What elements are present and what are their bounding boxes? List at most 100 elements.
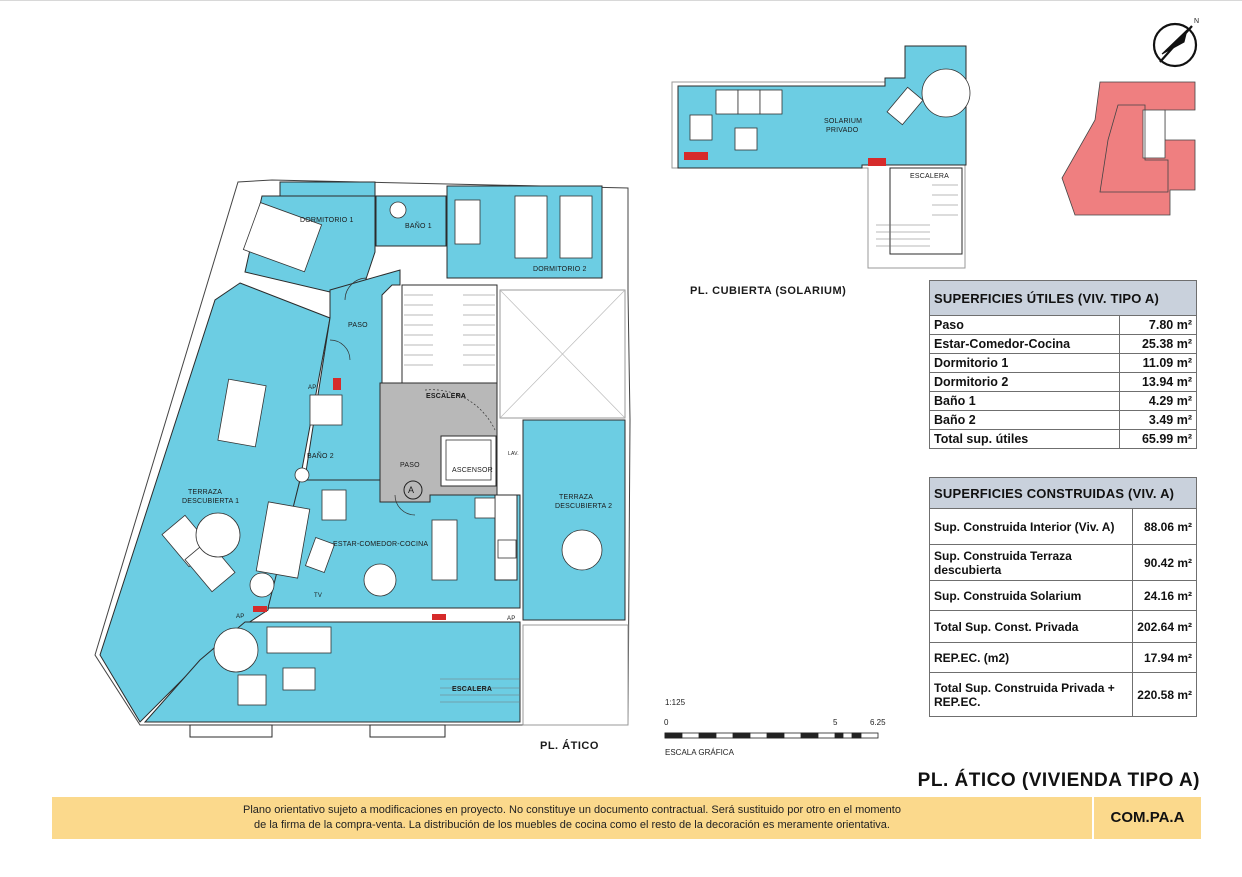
built-areas-table: SUPERFICIES CONSTRUIDAS (VIV. A) Sup. Co…	[928, 477, 1197, 717]
attic-furniture	[161, 195, 603, 706]
table-row: Sup. Construida Interior (Viv. A)88.06 m…	[928, 508, 1197, 545]
disclaimer-line-1: Plano orientativo sujeto a modificacione…	[243, 804, 901, 816]
terrace-2-floor	[522, 419, 626, 621]
attic-stair-treads	[404, 294, 520, 703]
stair-run	[401, 284, 498, 384]
row-value: 88.06 m²	[1132, 508, 1197, 545]
room-label-dormitorio-1: DORMITORIO 1	[300, 217, 354, 224]
entrance-marker	[403, 480, 423, 500]
attic-plan	[94, 179, 631, 738]
scale-tick-0: 0	[664, 718, 669, 727]
roof-parasol	[921, 68, 971, 118]
table-row: REP.EC. (m2)17.94 m²	[928, 642, 1197, 673]
room-label-terraza-2-line-2: DESCUBIERTA 2	[555, 503, 613, 510]
ap-label-1: AP	[308, 385, 317, 391]
room-label-terraza-2-line-1: TERRAZA	[559, 494, 594, 501]
row-value: 7.80 m²	[1118, 315, 1198, 335]
paso-floor	[299, 269, 401, 511]
terrace-1-table	[217, 378, 267, 448]
row-name: Sup. Construida Interior (Viv. A)	[928, 508, 1134, 545]
attic-plan-title: PL. ÁTICO	[540, 740, 599, 752]
row-value: 202.64 m²	[1132, 610, 1197, 643]
roof-plan	[671, 45, 967, 269]
terrace-2-table	[561, 529, 603, 571]
scale-ratio: 1:125	[665, 698, 686, 707]
ap-label-2: AP	[236, 614, 245, 620]
bed-dormitorio-1	[242, 202, 323, 273]
scale-tick-6-25: 6.25	[870, 718, 886, 727]
bano-1-floor	[375, 195, 447, 247]
row-value: 65.99 m²	[1118, 429, 1198, 449]
row-value: 4.29 m²	[1118, 391, 1198, 411]
row-value: 13.94 m²	[1118, 372, 1198, 392]
row-name: Total Sup. Construida Privada + REP.EC.	[928, 672, 1134, 717]
ap-label-3: AP	[507, 616, 516, 622]
row-value: 25.38 m²	[1118, 334, 1198, 354]
room-label-solarium-line-1: SOLARIUM	[824, 118, 863, 125]
row-name: Paso	[929, 315, 1120, 335]
roof-stair-treads	[876, 184, 958, 247]
roof-stair-box	[889, 167, 963, 255]
room-label-escalera-lower: ESCALERA	[452, 686, 493, 693]
row-value: 11.09 m²	[1118, 353, 1198, 373]
roof-panels	[684, 152, 886, 166]
room-label-bano-1: BAÑO 1	[405, 223, 432, 230]
compass-label: N	[1194, 18, 1200, 25]
room-label-escalera: ESCALERA	[426, 393, 467, 400]
parasol-1	[195, 512, 241, 558]
top-border	[0, 0, 1242, 1]
useful-areas-header: SUPERFICIES ÚTILES (VIV. TIPO A)	[929, 280, 1197, 316]
kitchen-counter	[494, 494, 518, 581]
scale-tick-5: 5	[833, 718, 838, 727]
lav-label: LAV.	[508, 451, 519, 457]
page-title: PL. ÁTICO (VIVIENDA TIPO A)	[917, 770, 1200, 791]
row-name: Baño 2	[929, 410, 1120, 430]
row-name: Estar-Comedor-Cocina	[929, 334, 1120, 354]
estar-table	[363, 563, 397, 597]
row-value: 3.49 m²	[1118, 410, 1198, 430]
row-name: Baño 1	[929, 391, 1120, 411]
room-label-estar-comedor-cocina: ESTAR-COMEDOR-COCINA	[333, 541, 429, 548]
row-name: Sup. Construida Solarium	[928, 580, 1134, 611]
row-value: 17.94 m²	[1132, 642, 1197, 673]
room-label-escalera-roof: ESCALERA	[910, 173, 949, 180]
entrance-marker-label: A	[408, 485, 415, 495]
scale-label: ESCALA GRÁFICA	[665, 748, 734, 757]
row-value: 90.42 m²	[1132, 544, 1197, 581]
room-label-paso-2: PASO	[400, 462, 420, 469]
room-label-paso: PASO	[348, 322, 368, 329]
scale-bar	[664, 732, 879, 739]
built-areas-header: SUPERFICIES CONSTRUIDAS (VIV. A)	[929, 477, 1197, 509]
row-name: Dormitorio 2	[929, 372, 1120, 392]
room-label-ascensor: ASCENSOR	[452, 467, 493, 474]
row-value: 24.16 m²	[1132, 580, 1197, 611]
room-label-terraza-1-line-1: TERRAZA	[188, 489, 223, 496]
room-label-terraza-1-line-2: DESCUBIERTA 1	[182, 498, 240, 505]
roof-furniture	[689, 68, 971, 151]
sofa	[255, 501, 311, 579]
row-name: REP.EC. (m2)	[928, 642, 1134, 673]
lower-right-block	[522, 624, 629, 726]
row-value: 220.58 m²	[1132, 672, 1197, 717]
door-arcs	[329, 277, 496, 516]
row-name: Sup. Construida Terraza descubierta	[928, 544, 1134, 581]
room-label-bano-2: BAÑO 2	[307, 453, 334, 460]
room-label-solarium-line-2: PRIVADO	[826, 127, 859, 134]
tv-label: TV	[314, 593, 323, 599]
disclaimer-line-2: de la firma de la compra-venta. La distr…	[254, 819, 890, 831]
row-name: Total Sup. Const. Privada	[928, 610, 1134, 643]
row-name: Total sup. útiles	[929, 429, 1120, 449]
roof-plan-title: PL. CUBIERTA (SOLARIUM)	[690, 285, 847, 297]
bed-dormitorio-2-b	[559, 195, 593, 259]
electrical-panels	[253, 378, 446, 620]
